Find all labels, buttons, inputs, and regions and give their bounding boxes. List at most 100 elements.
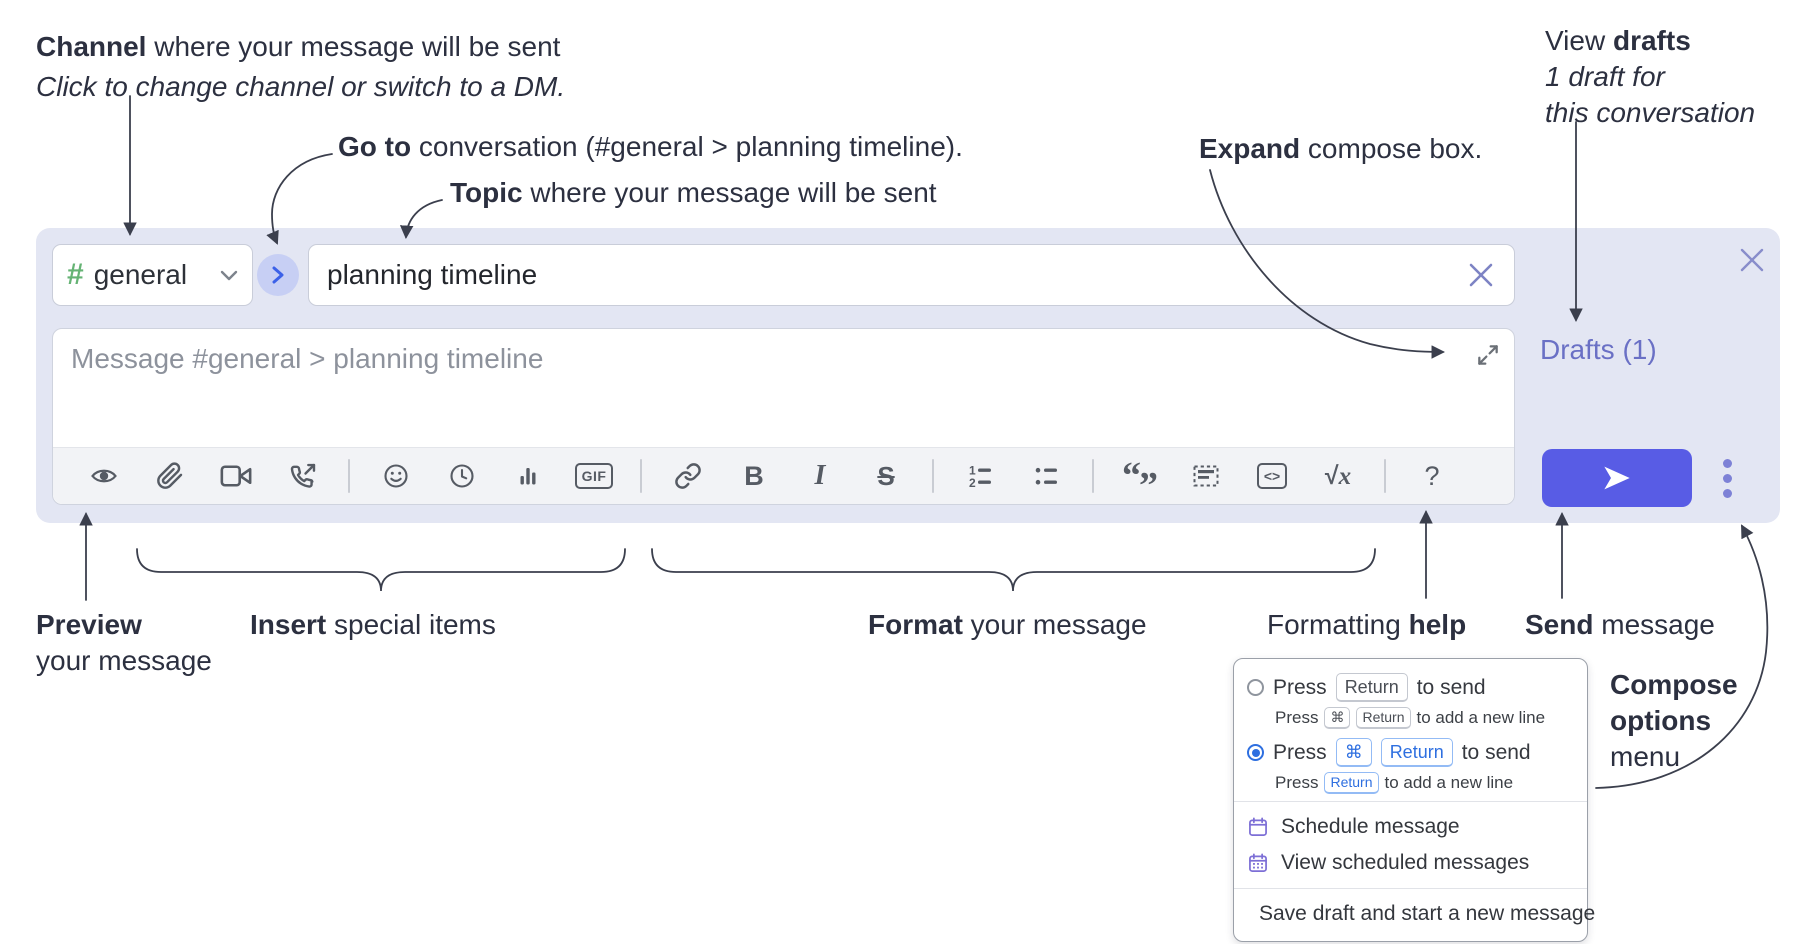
opt1-after: to send: [1416, 675, 1486, 699]
menu-item-view-scheduled[interactable]: View scheduled messages: [1234, 845, 1587, 881]
clear-topic-icon[interactable]: [1468, 262, 1494, 288]
link-button[interactable]: [655, 462, 721, 490]
drafts-annotation-line3: this conversation: [1545, 97, 1756, 128]
preview-annotation-line2: your message: [36, 645, 212, 676]
topic-input[interactable]: [308, 244, 1515, 306]
topic-annotation: Topic where your message will be sent: [450, 176, 937, 210]
format-brace: [651, 548, 1376, 592]
code-button[interactable]: <>: [1239, 463, 1305, 489]
question-mark-icon: ?: [1424, 460, 1440, 491]
attach-file-button[interactable]: [137, 462, 203, 490]
bullet-list-button[interactable]: [1013, 461, 1079, 491]
spoiler-button[interactable]: [1173, 461, 1239, 491]
expand-annotation-rest: compose box.: [1300, 133, 1483, 164]
return-keycap-blue-small: Return: [1324, 772, 1379, 794]
channel-annotation-rest: where your message will be sent: [146, 31, 561, 62]
strikethrough-icon: S: [877, 460, 895, 491]
menu-item-label: Schedule message: [1281, 815, 1460, 838]
numbered-list-icon: 1 2: [969, 464, 991, 490]
calendar-grid-icon: [1249, 853, 1267, 872]
numbered-list-button[interactable]: 1 2: [947, 461, 1013, 491]
math-button[interactable]: √x: [1305, 462, 1371, 491]
message-input[interactable]: [53, 329, 1514, 448]
goto-annotation-rest: conversation (#general > planning timeli…: [411, 131, 963, 162]
formatting-help-button[interactable]: ?: [1399, 461, 1465, 492]
compose-toolbar: GIF B I S 1 2: [53, 447, 1514, 507]
opt1-press: Press: [1273, 675, 1327, 699]
phone-call-icon: [290, 463, 315, 488]
menu-item-schedule-message[interactable]: Schedule message: [1234, 809, 1587, 845]
insert-annotation-bold: Insert: [250, 609, 327, 640]
menu-divider: [1234, 801, 1587, 802]
expand-compose-icon[interactable]: [1475, 342, 1501, 368]
time-button[interactable]: [429, 461, 495, 491]
toolbar-divider: [640, 459, 642, 493]
expand-annotation-bold: Expand: [1199, 133, 1301, 164]
format-annotation-bold: Format: [868, 609, 963, 640]
chevron-right-icon: [272, 266, 284, 284]
radio-unselected[interactable]: [1247, 679, 1264, 696]
preview-annotation: Preview: [36, 609, 142, 640]
goto-annotation: Go to conversation (#general > planning …: [338, 130, 963, 164]
cmd-enter-sends-subtext: Press Return to add a new line: [1275, 772, 1514, 794]
goto-annotation-bold: Go to: [338, 131, 412, 162]
format-annotation-rest: your message: [962, 609, 1147, 640]
enter-sends-subtext: Press ⌘ Return to add a new line: [1275, 707, 1546, 729]
link-icon: [675, 463, 701, 489]
cmd-keycap: ⌘: [1324, 707, 1351, 729]
insert-annotation: Insert special items: [250, 608, 496, 642]
drafts-link[interactable]: Drafts (1): [1540, 334, 1657, 365]
return-keycap: Return: [1335, 673, 1408, 702]
format-annotation: Format your message: [868, 608, 1147, 642]
send-button[interactable]: [1542, 449, 1692, 507]
compose-menu-annotation-line2: options: [1610, 705, 1712, 736]
insert-brace: [136, 548, 626, 592]
cmd-enter-sends-option[interactable]: Press ⌘ Return to send: [1247, 738, 1574, 767]
math-icon: √x: [1324, 461, 1352, 490]
emoji-button[interactable]: [363, 461, 429, 491]
video-call-button[interactable]: [203, 463, 269, 489]
insert-annotation-rest: special items: [326, 609, 496, 640]
quote-button[interactable]: “ ”: [1107, 455, 1173, 507]
drafts-annotation-line1: View drafts: [1545, 24, 1691, 58]
formatting-help-bold: help: [1408, 609, 1467, 640]
calendar-icon: [1249, 817, 1267, 836]
voice-call-button[interactable]: [269, 462, 335, 491]
paperclip-icon: [157, 462, 183, 489]
toolbar-divider: [932, 459, 934, 493]
poll-button[interactable]: [495, 461, 561, 491]
quote-icon: “ ”: [1122, 455, 1158, 507]
compose-options-button[interactable]: [1712, 449, 1742, 507]
toolbar-divider: [1092, 459, 1094, 493]
strikethrough-button[interactable]: S: [853, 461, 919, 492]
formatting-help-annotation: Formatting help: [1267, 608, 1466, 642]
chevron-down-icon: [220, 270, 238, 280]
toolbar-divider: [1384, 459, 1386, 493]
svg-text:2: 2: [969, 476, 976, 490]
bold-icon: B: [744, 460, 764, 491]
gif-icon: GIF: [574, 463, 614, 489]
enter-sends-option[interactable]: Press Return to send: [1247, 673, 1574, 702]
radio-selected[interactable]: [1247, 744, 1264, 761]
send-annotation-bold: Send: [1525, 609, 1594, 640]
menu-divider: [1234, 888, 1587, 889]
menu-item-save-draft[interactable]: Save draft and start a new message: [1234, 896, 1595, 932]
bullet-list-icon: [1035, 467, 1057, 485]
compose-menu-annotation-line1: Compose: [1610, 669, 1738, 700]
go-to-conversation-button[interactable]: [257, 254, 299, 296]
formatting-help-pre: Formatting: [1267, 609, 1409, 640]
menu-item-label: Save draft and start a new message: [1259, 902, 1596, 925]
menu-item-label: View scheduled messages: [1281, 851, 1530, 874]
channel-selector[interactable]: # general: [52, 244, 253, 306]
spoiler-icon: [1193, 465, 1219, 487]
bold-button[interactable]: B: [721, 461, 787, 492]
bar-chart-icon: [520, 468, 536, 485]
channel-annotation: Channel where your message will be sent: [36, 30, 560, 64]
gif-button[interactable]: GIF: [561, 463, 627, 489]
preview-button[interactable]: [71, 461, 137, 491]
close-compose-icon[interactable]: [1739, 247, 1765, 273]
drafts-annotation-line2: 1 draft for: [1545, 61, 1665, 92]
italic-button[interactable]: I: [787, 460, 853, 492]
return-keycap: Return: [1356, 707, 1411, 729]
